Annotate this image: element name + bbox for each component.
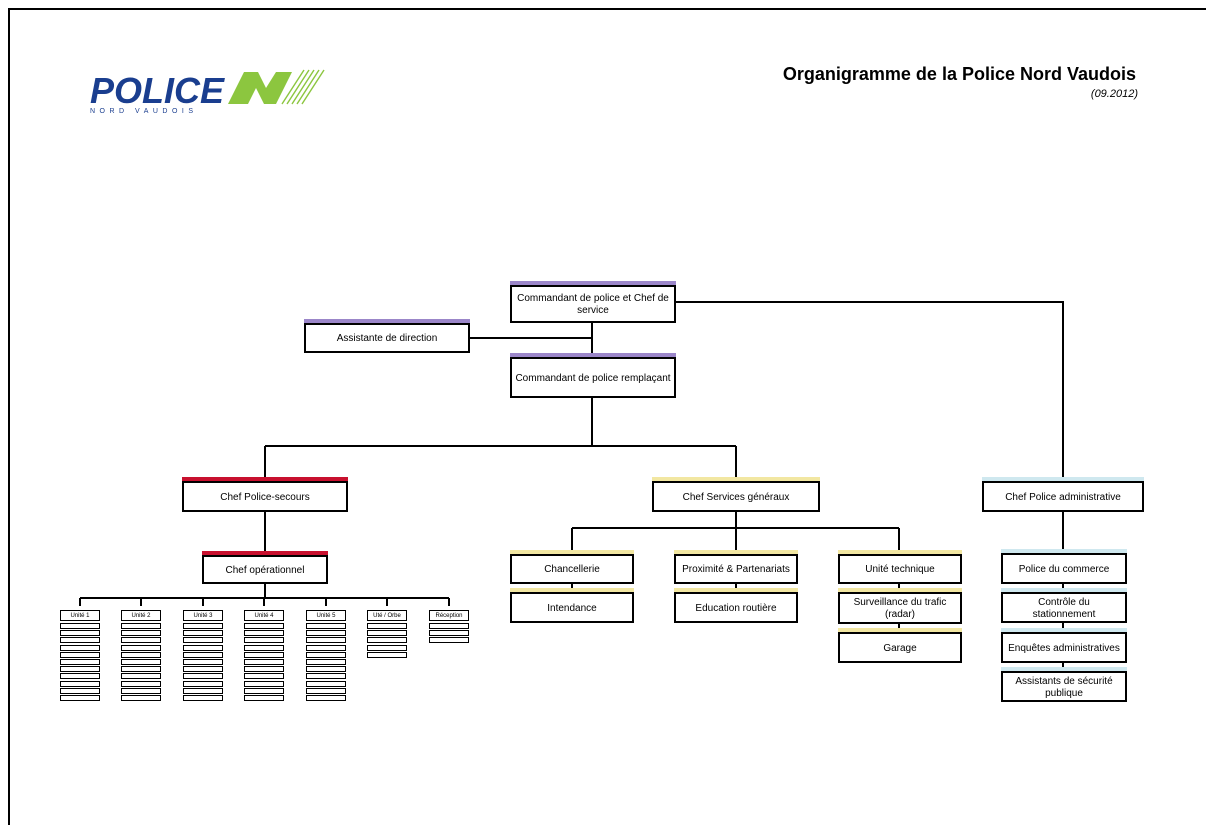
- unit-member-slot: [306, 687, 346, 694]
- unit-member-slot: [60, 680, 100, 687]
- unit-member-slot: [60, 673, 100, 680]
- unit-member-slot: [306, 666, 346, 673]
- unit-member-slot: [306, 637, 346, 644]
- unit-member-slot: [60, 637, 100, 644]
- unit-header: Uté / Orbe: [367, 610, 407, 621]
- box-enquetes-administratives: Enquêtes administratives: [1001, 628, 1127, 663]
- unit-member-slot: [367, 623, 407, 629]
- unit-member-slot: [183, 687, 223, 694]
- unit-member-slot: [183, 673, 223, 680]
- unit-member-slot: [60, 644, 100, 651]
- box-surveillance-trafic: Surveillance du trafic (radar): [838, 588, 962, 624]
- unit-header: Unité 2: [121, 610, 161, 621]
- unit-member-slot: [306, 680, 346, 687]
- unit-header: Unité 4: [244, 610, 284, 621]
- unit-header: Réception: [429, 610, 469, 621]
- logo-text: POLICE: [90, 70, 225, 111]
- box-chancellerie: Chancellerie: [510, 550, 634, 584]
- unit-member-slot: [183, 623, 223, 629]
- unit-member-slot: [244, 651, 284, 658]
- unit-member-slot: [367, 651, 407, 658]
- unit-member-slot: [429, 630, 469, 637]
- unit-member-slot: [121, 659, 161, 665]
- unit-member-slot: [183, 651, 223, 658]
- unit-member-slot: [60, 630, 100, 637]
- box-chef-police-secours: Chef Police-secours: [182, 477, 348, 512]
- police-logo: POLICE NORD VAUDOIS: [82, 60, 342, 120]
- unit-member-slot: [244, 666, 284, 673]
- unit-member-slot: [244, 673, 284, 680]
- page-title: Organigramme de la Police Nord Vaudois: [782, 64, 1136, 84]
- box-controle-stationnement: Contrôle du stationnement: [1001, 588, 1127, 623]
- unit-member-slot: [244, 623, 284, 629]
- unit-header: Unité 3: [183, 610, 223, 621]
- unit-member-slot: [121, 651, 161, 658]
- unit-member-slot: [244, 630, 284, 637]
- page-date: (09.2012): [1090, 88, 1138, 100]
- box-chef-police-administrative: Chef Police administrative: [982, 477, 1144, 512]
- unit-member-slot: [121, 644, 161, 651]
- box-commandant: Commandant de police et Chef de service: [510, 281, 676, 323]
- unit-member-slot: [121, 630, 161, 637]
- unit-member-slot: [121, 673, 161, 680]
- unit-member-slot: [244, 695, 284, 701]
- unit-member-slot: [429, 623, 469, 629]
- unit-member-slot: [183, 630, 223, 637]
- box-intendance: Intendance: [510, 588, 634, 623]
- unit-member-slot: [121, 666, 161, 673]
- unit-member-slot: [306, 630, 346, 637]
- unit-header: Unité 1: [60, 610, 100, 621]
- unit-header: Unité 5: [306, 610, 346, 621]
- unit-member-slot: [306, 695, 346, 701]
- unit-member-slot: [183, 659, 223, 665]
- unit-member-slot: [367, 637, 407, 644]
- unit-member-slot: [183, 680, 223, 687]
- unit-member-slot: [306, 659, 346, 665]
- unit-member-slot: [121, 637, 161, 644]
- logo-n-emblem-icon: [228, 69, 325, 105]
- unit-member-slot: [60, 659, 100, 665]
- box-unite-technique: Unité technique: [838, 550, 962, 584]
- unit-member-slot: [60, 695, 100, 701]
- unit-member-slot: [60, 687, 100, 694]
- unit-member-slot: [367, 644, 407, 651]
- unit-member-slot: [306, 623, 346, 629]
- unit-member-slot: [121, 680, 161, 687]
- box-police-commerce: Police du commerce: [1001, 549, 1127, 584]
- logo-subtext: NORD VAUDOIS: [90, 108, 198, 115]
- box-commandant-remplacant: Commandant de police remplaçant: [510, 353, 676, 398]
- unit-member-slot: [121, 623, 161, 629]
- unit-member-slot: [244, 637, 284, 644]
- box-assistante-direction: Assistante de direction: [304, 319, 470, 353]
- unit-member-slot: [121, 695, 161, 701]
- page-border-top: [8, 8, 1206, 10]
- unit-member-slot: [60, 623, 100, 629]
- unit-member-slot: [244, 680, 284, 687]
- unit-member-slot: [429, 637, 469, 644]
- page-border-left: [8, 8, 10, 825]
- unit-member-slot: [244, 659, 284, 665]
- unit-member-slot: [306, 673, 346, 680]
- box-chef-services-generaux: Chef Services généraux: [652, 477, 820, 512]
- unit-member-slot: [244, 687, 284, 694]
- unit-member-slot: [244, 644, 284, 651]
- box-chef-operationnel: Chef opérationnel: [202, 551, 328, 584]
- unit-member-slot: [183, 637, 223, 644]
- unit-member-slot: [60, 666, 100, 673]
- box-garage: Garage: [838, 628, 962, 663]
- box-assistants-securite: Assistants de sécurité publique: [1001, 667, 1127, 702]
- unit-member-slot: [183, 695, 223, 701]
- unit-member-slot: [121, 687, 161, 694]
- unit-member-slot: [60, 651, 100, 658]
- unit-member-slot: [306, 651, 346, 658]
- box-education-routiere: Education routière: [674, 588, 798, 623]
- unit-member-slot: [306, 644, 346, 651]
- unit-member-slot: [183, 644, 223, 651]
- unit-member-slot: [183, 666, 223, 673]
- box-proximite-partenariats: Proximité & Partenariats: [674, 550, 798, 584]
- unit-member-slot: [367, 630, 407, 637]
